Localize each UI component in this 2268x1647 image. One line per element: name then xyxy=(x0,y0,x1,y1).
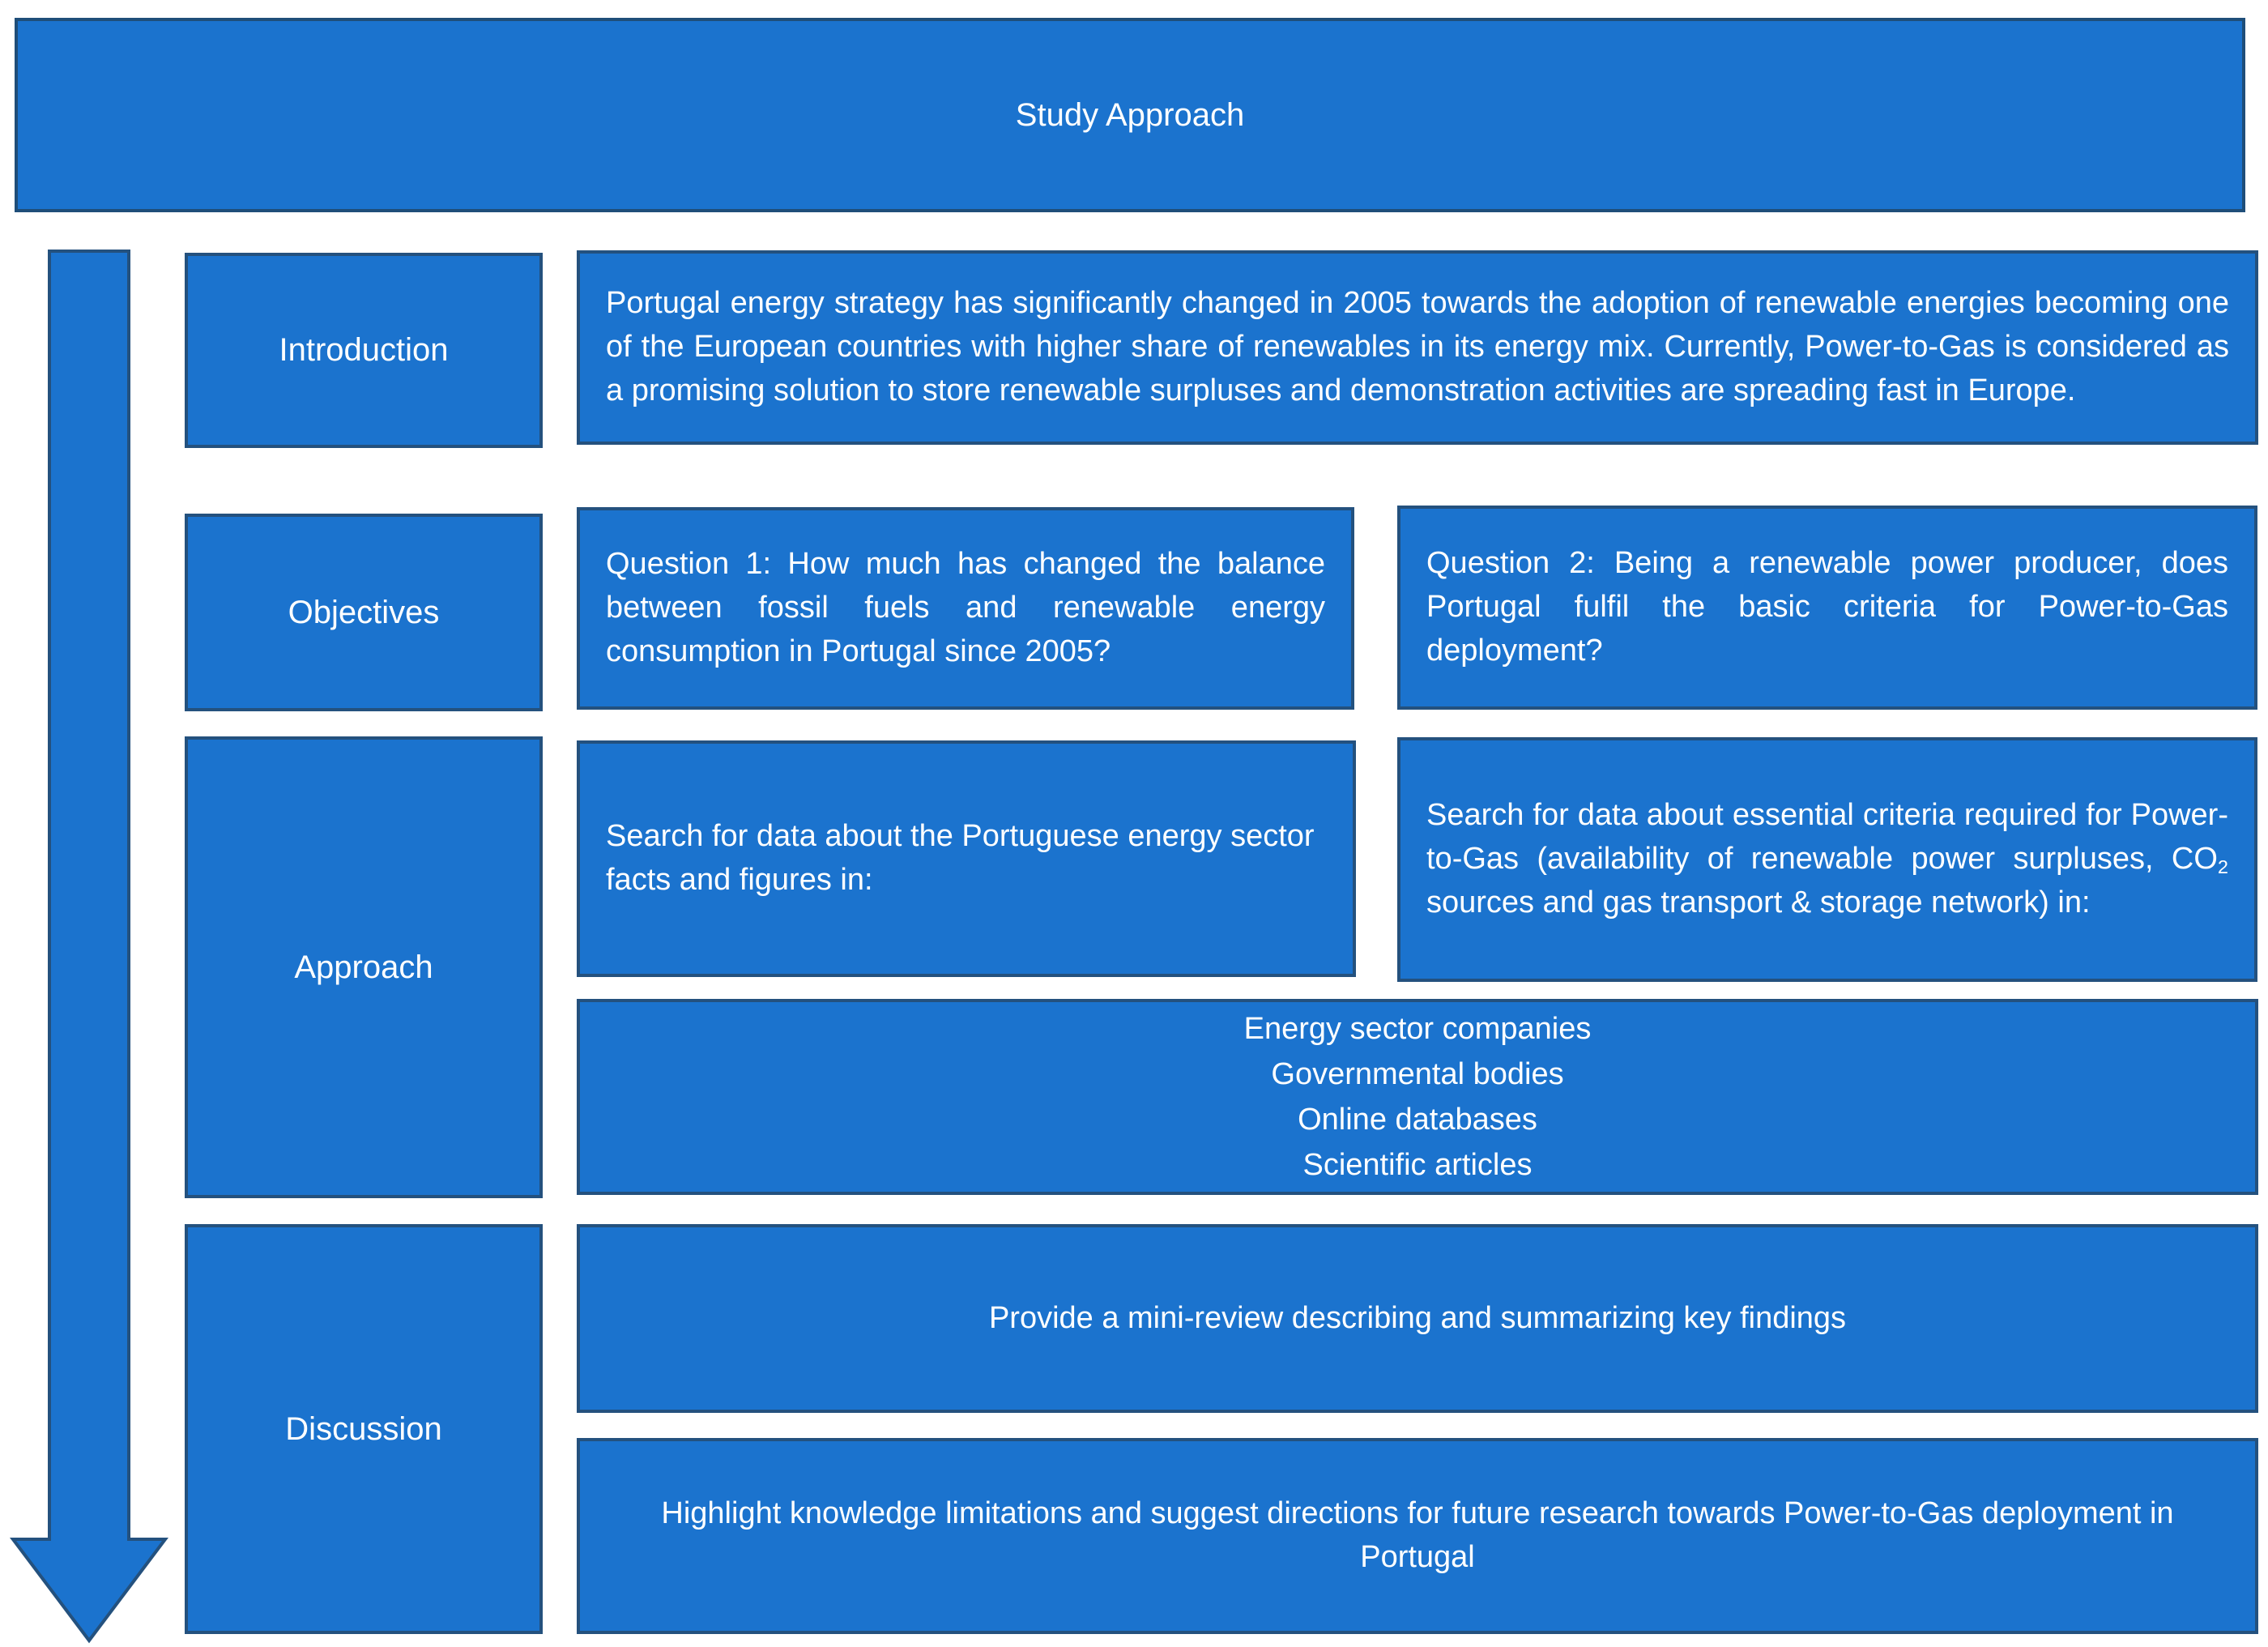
introduction-label-box: Introduction xyxy=(185,253,543,448)
future-research-text: Highlight knowledge limitations and sugg… xyxy=(661,1496,2174,1574)
search-ptg-criteria-box: Search for data about essential criteria… xyxy=(1397,737,2257,982)
source-item-online-databases: Online databases xyxy=(1298,1103,1537,1137)
source-item-governmental-bodies: Governmental bodies xyxy=(1271,1056,1564,1091)
question-1-box: Question 1: How much has changed the bal… xyxy=(577,507,1354,710)
introduction-label: Introduction xyxy=(279,332,449,368)
page-title: Study Approach xyxy=(1015,96,1245,133)
objectives-label: Objectives xyxy=(288,594,440,630)
source-item-scientific-articles: Scientific articles xyxy=(1302,1148,1533,1183)
criteria-text-post: sources and gas transport & storage netw… xyxy=(1426,885,2091,920)
data-sources-list: Energy sector companies Governmental bod… xyxy=(606,1006,2229,1188)
source-item-energy-companies: Energy sector companies xyxy=(1243,1011,1592,1046)
flow-down-arrow-icon xyxy=(6,243,169,1647)
title-banner: Study Approach xyxy=(15,18,2245,212)
search-ptg-criteria-text: Search for data about essential criteria… xyxy=(1426,794,2228,925)
data-sources-box: Energy sector companies Governmental bod… xyxy=(577,999,2258,1195)
objectives-label-box: Objectives xyxy=(185,514,543,711)
criteria-text-pre: Search for data about essential criteria… xyxy=(1426,798,2228,877)
discussion-label-box: Discussion xyxy=(185,1224,543,1634)
approach-label-box: Approach xyxy=(185,736,543,1198)
question-2-box: Question 2: Being a renewable power prod… xyxy=(1397,506,2257,710)
mini-review-text: Provide a mini-review describing and sum… xyxy=(988,1300,1847,1335)
introduction-text-box: Portugal energy strategy has significant… xyxy=(577,250,2258,445)
mini-review-box: Provide a mini-review describing and sum… xyxy=(577,1224,2258,1413)
approach-label: Approach xyxy=(294,949,433,985)
discussion-label: Discussion xyxy=(285,1410,442,1447)
future-research-box: Highlight knowledge limitations and sugg… xyxy=(577,1438,2258,1634)
question-2-text: Question 2: Being a renewable power prod… xyxy=(1426,546,2228,668)
introduction-text: Portugal energy strategy has significant… xyxy=(606,286,2229,407)
co2-subscript: 2 xyxy=(2217,856,2228,877)
search-portuguese-energy-text: Search for data about the Portuguese ene… xyxy=(606,819,1315,897)
search-portuguese-energy-box: Search for data about the Portuguese ene… xyxy=(577,740,1356,977)
question-1-text: Question 1: How much has changed the bal… xyxy=(606,547,1325,668)
